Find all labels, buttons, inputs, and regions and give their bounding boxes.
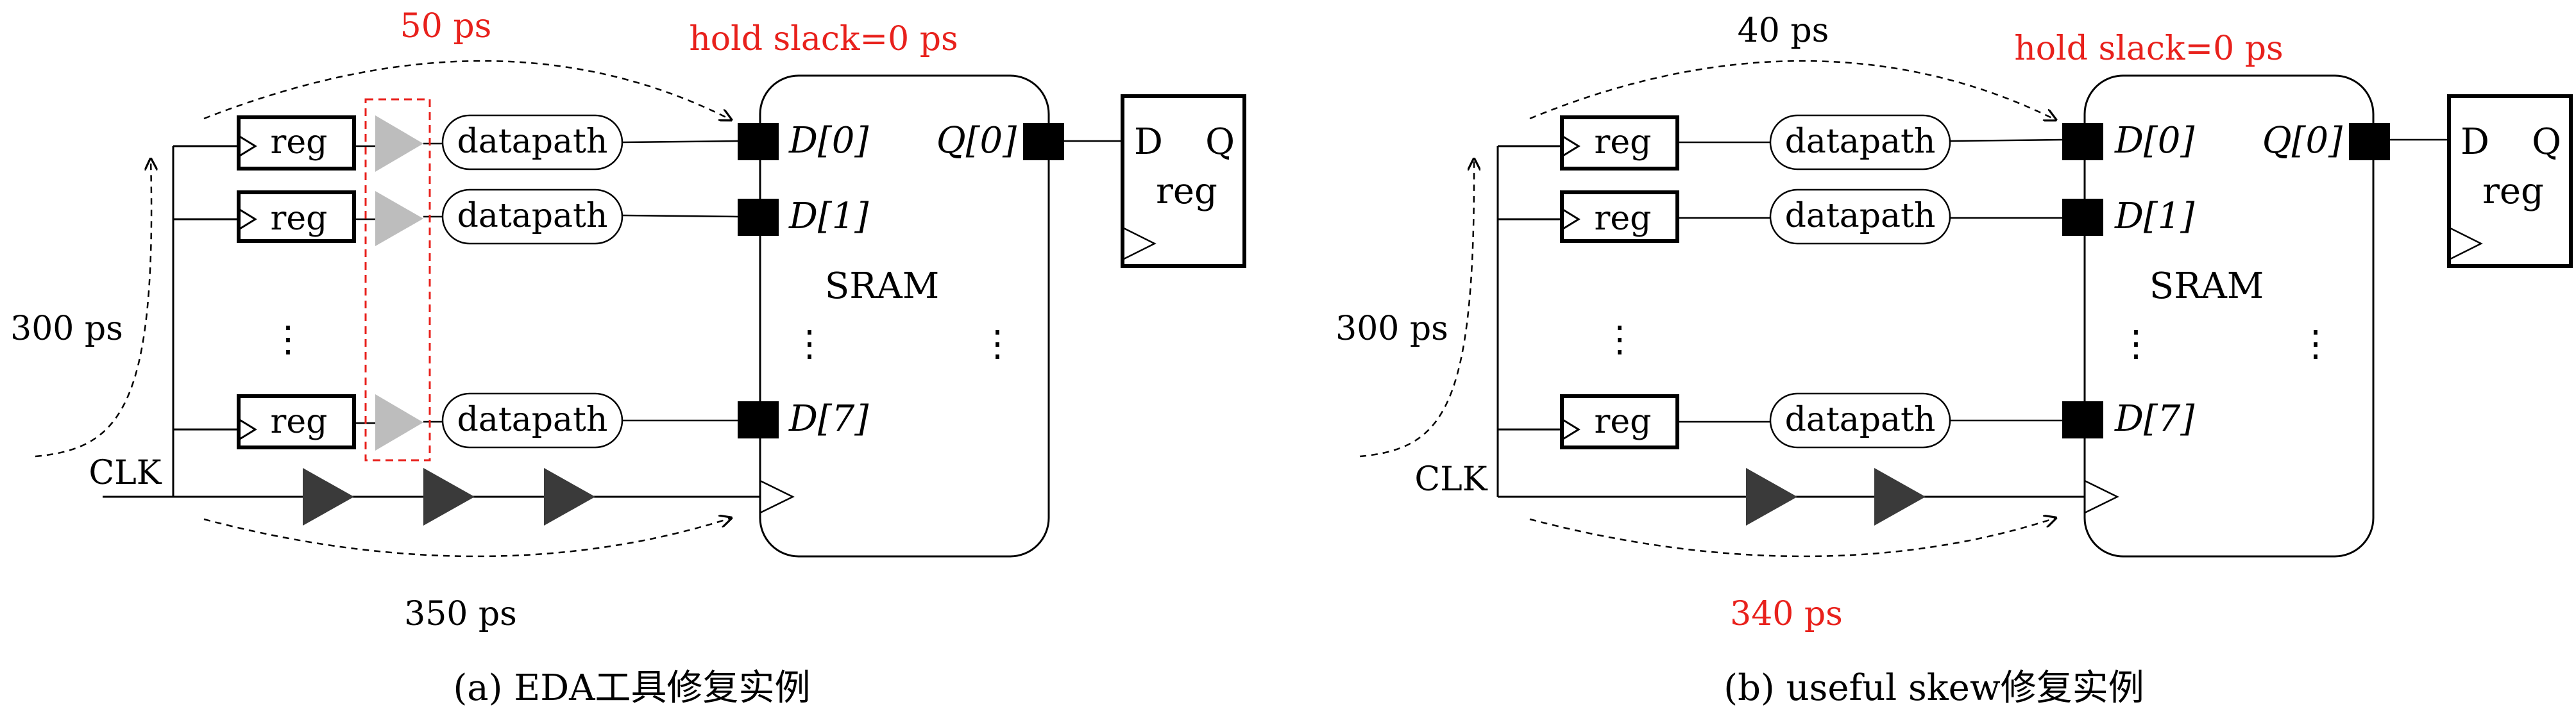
reg-b-0-label: reg xyxy=(1595,123,1652,162)
pin-b-d7-label: D[7] xyxy=(2114,398,2194,440)
panel-b: reg reg reg datapath datapath xyxy=(1335,12,2573,709)
datapath-b-0: datapath xyxy=(1769,114,1951,171)
reg-b-7-label: reg xyxy=(1595,403,1652,441)
clock-buffer-b-2 xyxy=(1874,468,1926,526)
clk-label-a: CLK xyxy=(89,454,162,492)
reg-b-0: reg xyxy=(1560,115,1679,171)
datapath-a-1: datapath xyxy=(441,188,623,245)
reg-a-0: reg xyxy=(237,115,356,171)
capture-path-arrow-b xyxy=(1529,518,2056,558)
data-wires-b xyxy=(1677,138,2063,423)
hold-buffers-a xyxy=(375,115,423,451)
pin-a-d1 xyxy=(738,199,779,236)
hold-buffer-a-7 xyxy=(375,394,423,451)
pin-a-d7 xyxy=(738,401,779,438)
datapath-a-7: datapath xyxy=(441,392,623,449)
sram-a-clock-pin xyxy=(759,479,795,514)
output-reg-b-q: Q xyxy=(2532,121,2561,163)
clock-buffer-a-3 xyxy=(544,468,595,526)
capture-delay-a: 350 ps xyxy=(404,595,517,633)
clock-buffer-a-1 xyxy=(303,468,354,526)
capture-delay-b: 340 ps xyxy=(1730,595,1843,633)
clock-buffer-a-2 xyxy=(423,468,475,526)
pin-a-d7-label: D[7] xyxy=(788,398,869,440)
output-reg-b: D Q reg xyxy=(2447,94,2573,268)
launch-path-arrow-a xyxy=(35,159,151,458)
output-reg-a-d: D xyxy=(1134,121,1163,163)
reg-b-1-label: reg xyxy=(1595,199,1652,238)
panel-a: reg reg reg xyxy=(10,7,1246,709)
datapath-b-0-label: datapath xyxy=(1785,122,1936,161)
data-wires-a xyxy=(354,140,738,424)
hold-buffer-a-1 xyxy=(375,191,423,246)
pin-a-q0 xyxy=(1023,123,1064,160)
pin-a-q0-label: Q[0] xyxy=(936,120,1017,162)
reg-a-0-label: reg xyxy=(271,123,328,162)
sram-b: D[0] D[1] D[7] Q[0] SRAM ⋮ ⋮ xyxy=(2062,74,2390,558)
clock-buffers-a xyxy=(303,468,595,526)
datapath-a-7-label: datapath xyxy=(457,401,608,439)
clock-tree-a xyxy=(103,145,760,498)
hold-slack-a: hold slack=0 ps xyxy=(689,20,958,58)
reg-a-1-label: reg xyxy=(271,199,328,238)
output-reg-a: D Q reg xyxy=(1121,94,1246,268)
sram-b-clock-pin xyxy=(2084,479,2119,514)
output-reg-a-q: Q xyxy=(1205,121,1235,163)
hold-buffer-a-0 xyxy=(375,115,423,172)
datapath-b-1: datapath xyxy=(1769,188,1951,245)
data-path-arrow-b xyxy=(1529,60,2056,120)
pin-b-q0-label: Q[0] xyxy=(2262,120,2343,162)
sram-a-label: SRAM xyxy=(825,265,939,307)
pin-b-d0-label: D[0] xyxy=(2114,120,2194,162)
datapath-b-7-label: datapath xyxy=(1785,401,1936,439)
sram-a: D[0] D[1] D[7] Q[0] SRAM ⋮ ⋮ xyxy=(738,74,1064,558)
clock-buffers-b xyxy=(1746,468,1926,526)
sram-b-ellipsis-left: ⋮ xyxy=(2118,323,2154,365)
output-reg-a-label: reg xyxy=(1156,171,1217,212)
hold-slack-b: hold slack=0 ps xyxy=(2014,29,2283,68)
reg-a-7-label: reg xyxy=(271,403,328,441)
reg-b-ellipsis: ⋮ xyxy=(1602,319,1638,360)
reg-a-1: reg xyxy=(237,190,356,243)
pin-b-d1 xyxy=(2062,199,2103,236)
buffer-delay-a: 50 ps xyxy=(400,7,492,46)
pin-b-q0 xyxy=(2349,123,2390,160)
pin-b-d7 xyxy=(2062,401,2103,438)
reg-a-7: reg xyxy=(237,394,356,449)
datapath-b-7: datapath xyxy=(1769,392,1951,449)
capture-path-arrow-a xyxy=(203,518,731,558)
clk-label-b: CLK xyxy=(1414,460,1487,499)
datapath-a-0-label: datapath xyxy=(457,122,608,161)
pin-a-d0 xyxy=(738,123,779,160)
sram-b-ellipsis-right: ⋮ xyxy=(2298,323,2334,365)
reg-a-ellipsis: ⋮ xyxy=(270,319,306,360)
launch-path-arrow-b xyxy=(1359,159,1474,458)
pin-b-d0 xyxy=(2062,123,2103,160)
pin-b-d1-label: D[1] xyxy=(2114,196,2194,237)
sram-a-ellipsis-right: ⋮ xyxy=(979,323,1015,365)
clock-buffer-b-1 xyxy=(1746,468,1797,526)
data-path-arrow-a xyxy=(203,60,731,120)
datapath-a-1-label: datapath xyxy=(457,197,608,235)
launch-delay-a: 300 ps xyxy=(10,310,123,348)
hold-buffer-highlight-box xyxy=(364,98,431,462)
pin-a-d1-label: D[1] xyxy=(788,196,869,237)
datapath-a-0: datapath xyxy=(441,114,623,171)
sram-a-ellipsis-left: ⋮ xyxy=(792,323,827,365)
datapath-b-1-label: datapath xyxy=(1785,197,1936,235)
launch-delay-b: 300 ps xyxy=(1335,310,1448,348)
output-reg-b-label: reg xyxy=(2482,171,2544,212)
sram-b-label: SRAM xyxy=(2149,265,2264,307)
pin-a-d0-label: D[0] xyxy=(788,120,869,162)
output-reg-b-d: D xyxy=(2461,121,2489,163)
reg-b-1: reg xyxy=(1560,190,1679,243)
reg-b-7: reg xyxy=(1560,394,1679,449)
caption-b: (b) useful skew修复实例 xyxy=(1724,667,2144,709)
buffer-delay-b: 40 ps xyxy=(1738,12,1829,50)
caption-a: (a) EDA工具修复实例 xyxy=(453,667,810,709)
